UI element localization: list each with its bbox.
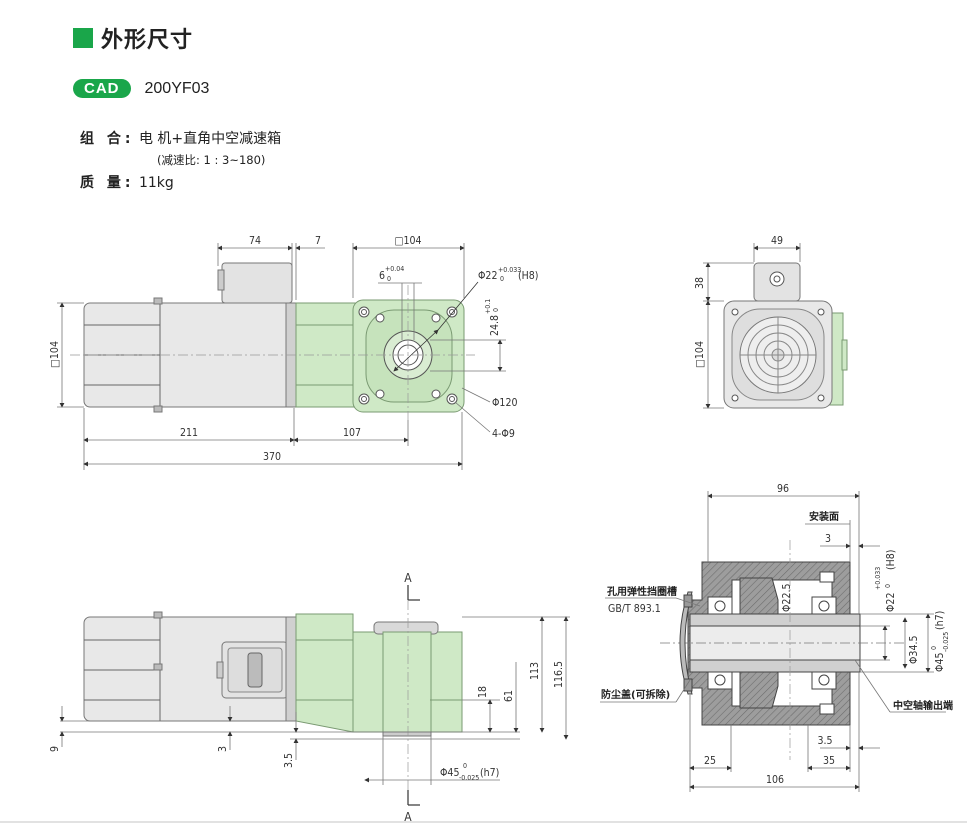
dim-35: 35	[823, 755, 835, 767]
dim-113: 113	[529, 662, 541, 680]
dim-3: 3	[217, 746, 229, 752]
combo-value: 电 机+直角中空减速箱	[138, 131, 282, 147]
dim-24-8: 24.8	[489, 315, 501, 336]
bottom-view: A A 9 3 3.5 18 61 113 116.5	[49, 571, 570, 824]
label-hollow-out: 中空轴输出端	[893, 699, 953, 712]
cad-button[interactable]: CAD	[73, 79, 131, 98]
dim-24-8-tol: +0.1	[484, 299, 492, 314]
dim-116-5: 116.5	[553, 661, 565, 688]
dim-6-tol0: 0	[387, 275, 391, 283]
page-title: 外形尺寸	[101, 28, 194, 53]
section-a-bottom: A	[404, 810, 412, 824]
cad-row: CAD 200YF03	[73, 79, 209, 98]
front-view: 74 7 □104 6 +0.04 0 Φ22 +0.033 0 (H8) 24…	[49, 235, 539, 470]
dim-7: 7	[315, 235, 321, 247]
section-a-top: A	[404, 571, 412, 585]
dim-45: Φ45	[440, 767, 459, 779]
dim-18: 18	[477, 686, 489, 698]
dim-9: 9	[49, 746, 61, 752]
dim-211: 211	[180, 427, 198, 439]
label-dust-cover: 防尘盖(可拆除)	[601, 688, 670, 701]
dim-25: 25	[704, 755, 716, 767]
dim-45-fit: (h7)	[480, 767, 499, 779]
spec-combo: 组 合: 电 机+直角中空减速箱	[80, 128, 281, 148]
section-header: 外形尺寸	[73, 22, 193, 54]
dim-22b: Φ22	[885, 593, 897, 612]
model-number: 200YF03	[144, 79, 210, 97]
dim-22b-fit: (H8)	[885, 550, 897, 571]
dim-4phi9: 4-Φ9	[492, 428, 515, 440]
label-gb: GB/T 893.1	[608, 603, 661, 615]
dim-22: Φ22	[478, 270, 497, 282]
dim-120: Φ120	[492, 397, 517, 409]
section-view: 96 安装面 3 Φ22.5 Φ22 +0.033 0 (H8) Φ34.5 Φ…	[600, 483, 953, 792]
label-mount-face: 安装面	[809, 510, 839, 523]
ratio-note: (减速比: 1 : 3~180)	[157, 153, 266, 167]
dim-22-tol: +0.033	[498, 266, 521, 274]
dust-cover-part	[679, 591, 693, 695]
dim-104-top: □104	[395, 235, 422, 247]
dim-61: 61	[503, 690, 515, 702]
dim-104-left: □104	[49, 341, 61, 368]
dim-3-5: 3.5	[283, 753, 295, 768]
dim-22-tol0: 0	[500, 275, 504, 283]
terminal-box	[221, 262, 293, 304]
side-view: 49 38 □104	[694, 235, 848, 409]
dim-6: 6	[379, 270, 385, 282]
dim-96: 96	[777, 483, 789, 495]
dim-45b-tol: 0	[930, 646, 938, 650]
dim-107: 107	[343, 427, 361, 439]
dim-49: 49	[771, 235, 783, 247]
dim-6-tol: +0.04	[385, 265, 404, 273]
dim-106: 106	[766, 774, 784, 786]
dim-45b: Φ45	[934, 653, 946, 672]
dim-45b-fit: (h7)	[934, 611, 946, 630]
header-square-icon	[73, 28, 93, 48]
dim-45-tol: 0	[463, 762, 467, 770]
dim-34-5: Φ34.5	[908, 636, 920, 664]
dim-45-tol2: -0.025	[459, 774, 479, 782]
dim-22b-tol0: 0	[884, 584, 892, 588]
dim-22b-tol: +0.033	[874, 567, 882, 590]
dim-38: 38	[694, 277, 706, 289]
dim-22-5: Φ22.5	[781, 584, 793, 612]
dim-74: 74	[249, 235, 261, 247]
dim-45b-tol2: -0.025	[942, 632, 950, 652]
dim-104-side: □104	[694, 341, 706, 368]
label-snap-ring: 孔用弹性挡圈槽	[607, 585, 677, 598]
combo-label: 组 合:	[80, 131, 135, 147]
dim-22-fit: (H8)	[518, 270, 539, 282]
dim-370: 370	[263, 451, 281, 463]
mass-label: 质 量:	[80, 175, 135, 191]
mass-value: 11kg	[138, 175, 174, 191]
dim-24-8-tol0: 0	[492, 308, 500, 312]
dim-3b: 3	[825, 533, 831, 545]
spec-mass: 质 量: 11kg	[80, 172, 174, 192]
dim-3-5b: 3.5	[817, 735, 832, 747]
